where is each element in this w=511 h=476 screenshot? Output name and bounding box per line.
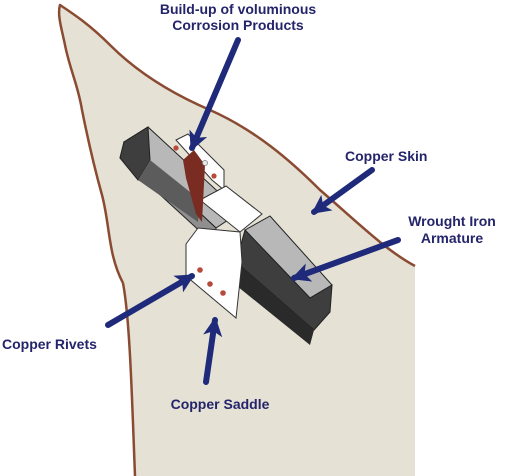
armature-arrow xyxy=(290,237,401,282)
copper-rivet xyxy=(197,267,203,273)
copper-rivet xyxy=(211,173,217,179)
copper-rivet xyxy=(220,290,226,296)
rivets-arrow xyxy=(105,273,195,328)
label-corrosion-line2: Corrosion Products xyxy=(172,17,304,33)
saddle-arrow xyxy=(203,316,223,385)
label-armature-line2: Armature xyxy=(421,230,483,246)
corrosion-products xyxy=(183,150,205,222)
copper-rivet xyxy=(202,160,208,166)
label-armature-line1: Wrought Iron xyxy=(408,213,496,229)
skin-arrow xyxy=(311,167,375,215)
armature-lower-edge xyxy=(232,262,314,345)
copper-saddle xyxy=(173,133,263,319)
callout-arrows xyxy=(105,37,401,385)
armature-channel-shadow xyxy=(138,160,200,222)
copper-rivet xyxy=(207,281,213,287)
label-copper-rivets: Copper Rivets xyxy=(2,336,97,352)
label-copper-saddle: Copper Saddle xyxy=(171,396,270,412)
corrosion-arrow xyxy=(189,37,241,151)
copper-rivet xyxy=(173,145,179,151)
label-corrosion-line1: Build-up of voluminous xyxy=(160,1,317,17)
saddle-top-band xyxy=(199,185,263,233)
copper-skin-outline xyxy=(57,3,416,284)
copper-skin-outline-left xyxy=(121,282,137,476)
label-copper-skin: Copper Skin xyxy=(345,148,427,164)
